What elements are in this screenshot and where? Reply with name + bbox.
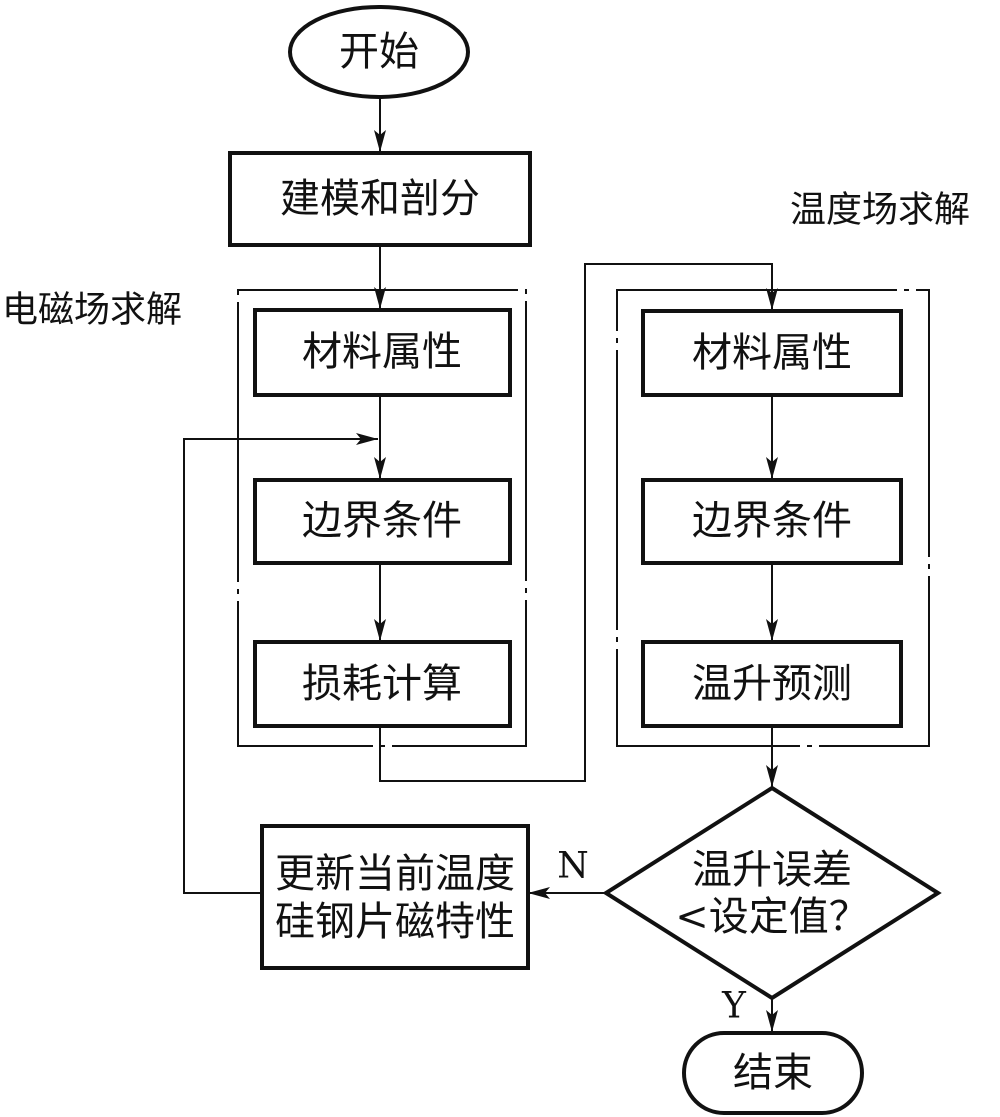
end-terminal bbox=[682, 1031, 864, 1115]
edge-loss-to-thermal-material bbox=[379, 263, 778, 782]
update-label-line-2: 硅钢片磁特性 bbox=[275, 899, 515, 945]
update-box bbox=[260, 824, 530, 970]
thermal-material-box bbox=[641, 309, 903, 397]
loss-calc-box bbox=[253, 640, 512, 728]
group-label-thermal: 温度场求解 bbox=[790, 190, 970, 231]
edge-label-n: N bbox=[557, 846, 589, 887]
update-label-line-1: 更新当前温度 bbox=[275, 851, 515, 897]
em-material-label: 材料属性 bbox=[302, 329, 462, 375]
group-label-em: 电磁场求解 bbox=[2, 290, 182, 331]
start-terminal bbox=[288, 5, 470, 99]
edge-update-to-em-boundary bbox=[183, 433, 378, 894]
thermal-boundary-label: 边界条件 bbox=[692, 498, 852, 544]
em-boundary-label: 边界条件 bbox=[302, 498, 462, 544]
model-mesh-label: 建模和剖分 bbox=[280, 176, 480, 222]
model-mesh-box bbox=[228, 151, 532, 247]
edge-label-y: Y bbox=[721, 986, 747, 1027]
thermal-boundary-box bbox=[641, 478, 903, 565]
decision-label-line-2: <设定值？ bbox=[675, 894, 869, 940]
thermal-material-label: 材料属性 bbox=[692, 330, 852, 376]
temp-predict-box bbox=[641, 640, 903, 728]
start-label: 开始 bbox=[339, 29, 419, 75]
decision-diamond bbox=[602, 785, 942, 1001]
em-material-box bbox=[253, 308, 512, 397]
temp-predict-label: 温升预测 bbox=[692, 661, 852, 707]
decision-label-line-1: 温升误差 bbox=[692, 847, 852, 893]
end-label: 结束 bbox=[733, 1050, 813, 1096]
loss-calc-label: 损耗计算 bbox=[302, 661, 462, 707]
em-boundary-box bbox=[253, 478, 512, 565]
